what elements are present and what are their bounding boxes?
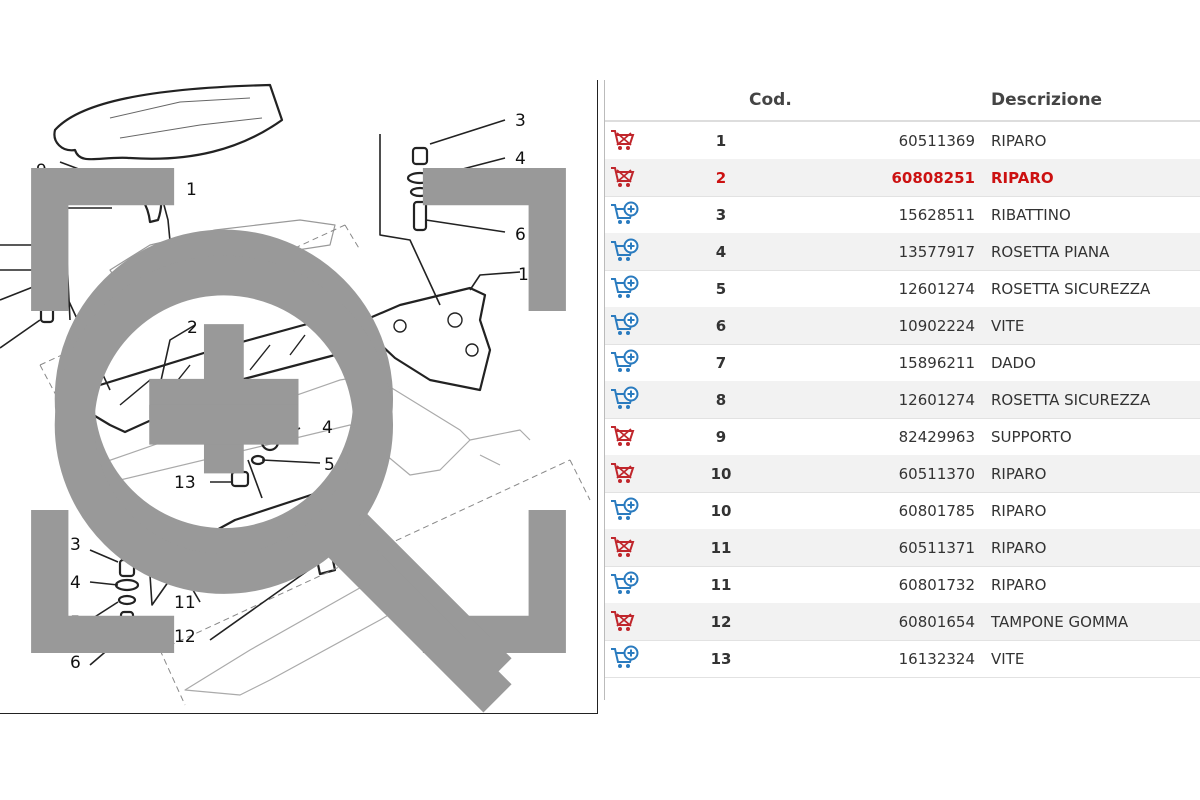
callout-5b: 5 xyxy=(324,455,335,475)
parts-table: Cod. Descrizione 1 60511369 RIPARO 2 608… xyxy=(604,80,1200,700)
row-part-number: 11 xyxy=(710,576,732,594)
callout-4b: 4 xyxy=(322,418,333,438)
table-row[interactable]: 10 60801785 RIPARO xyxy=(605,492,1200,530)
table-row[interactable]: 4 13577917 ROSETTA PIANA xyxy=(605,233,1200,271)
row-part-number: 12 xyxy=(710,613,732,631)
row-part-code: 60801732 xyxy=(898,576,975,594)
row-part-number: 11 xyxy=(710,539,732,557)
cart-unavailable-icon[interactable] xyxy=(609,164,639,190)
table-row[interactable]: 12 60801654 TAMPONE GOMMA xyxy=(605,603,1200,641)
row-part-number: 10 xyxy=(710,502,732,520)
cart-add-icon[interactable] xyxy=(609,571,639,597)
row-part-code: 60511370 xyxy=(898,465,975,483)
row-part-description: DADO xyxy=(991,354,1036,372)
row-part-number: 5 xyxy=(715,280,727,298)
column-header-description: Descrizione xyxy=(991,90,1103,110)
row-part-description: ROSETTA SICUREZZA xyxy=(991,391,1151,409)
exploded-parts-diagram[interactable]: 3 4 5 6 1 9 8 7 10 2 4 5 13 3 4 5 6 11 1… xyxy=(0,80,598,714)
table-row[interactable]: 13 16132324 VITE xyxy=(605,640,1200,678)
row-part-code: 60808251 xyxy=(891,169,976,187)
row-part-number: 9 xyxy=(715,428,727,446)
row-part-description: ROSETTA PIANA xyxy=(991,243,1110,261)
table-row[interactable]: 11 60801732 RIPARO xyxy=(605,566,1200,604)
row-part-description: RIPARO xyxy=(991,465,1047,483)
row-part-description: RIPARO xyxy=(991,502,1047,520)
row-part-number: 6 xyxy=(715,317,727,335)
cart-unavailable-icon[interactable] xyxy=(609,608,639,634)
table-row[interactable]: 9 82429963 SUPPORTO xyxy=(605,418,1200,456)
row-part-code: 13577917 xyxy=(898,243,975,261)
callout-4c: 4 xyxy=(70,573,81,593)
row-part-code: 10902224 xyxy=(898,317,975,335)
callout-13: 13 xyxy=(174,473,196,493)
cart-add-icon[interactable] xyxy=(609,497,639,523)
cart-unavailable-icon[interactable] xyxy=(609,534,639,560)
row-part-code: 12601274 xyxy=(898,280,975,298)
row-part-description: VITE xyxy=(991,650,1025,668)
table-row[interactable]: 6 10902224 VITE xyxy=(605,307,1200,345)
row-part-code: 60511371 xyxy=(898,539,975,557)
column-header-code: Cod. xyxy=(749,90,792,110)
callout-4: 4 xyxy=(515,149,526,169)
row-part-code: 60801654 xyxy=(898,613,975,631)
table-row[interactable]: 2 60808251 RIPARO xyxy=(605,159,1200,197)
zoom-in-icon[interactable] xyxy=(0,132,512,687)
row-part-description: RIPARO xyxy=(991,132,1047,150)
table-row[interactable]: 10 60511370 RIPARO xyxy=(605,455,1200,493)
row-part-description: TAMPONE GOMMA xyxy=(991,613,1129,631)
cart-add-icon[interactable] xyxy=(609,312,639,338)
row-part-description: RIPARO xyxy=(991,169,1054,187)
row-part-description: ROSETTA SICUREZZA xyxy=(991,280,1151,298)
callout-6: 6 xyxy=(515,225,526,245)
row-part-number: 1 xyxy=(715,132,727,150)
row-part-description: VITE xyxy=(991,317,1025,335)
table-row[interactable]: 5 12601274 ROSETTA SICUREZZA xyxy=(605,270,1200,308)
callout-2: 2 xyxy=(187,318,198,338)
table-header: Cod. Descrizione xyxy=(605,80,1200,122)
part-1-shield[interactable] xyxy=(53,83,284,161)
row-part-code: 60511369 xyxy=(898,132,975,150)
fullscreen-icon[interactable] xyxy=(0,94,566,654)
cart-add-icon[interactable] xyxy=(609,349,639,375)
row-part-description: RIPARO xyxy=(991,576,1047,594)
cart-add-icon[interactable] xyxy=(609,201,639,227)
part-3-rivet[interactable] xyxy=(411,146,429,166)
cart-unavailable-icon[interactable] xyxy=(609,423,639,449)
callout-3: 3 xyxy=(515,111,526,131)
table-row[interactable]: 11 60511371 RIPARO xyxy=(605,529,1200,567)
row-part-description: RIBATTINO xyxy=(991,206,1071,224)
table-row[interactable]: 3 15628511 RIBATTINO xyxy=(605,196,1200,234)
row-part-description: RIPARO xyxy=(991,539,1047,557)
row-part-description: SUPPORTO xyxy=(991,428,1072,446)
table-row[interactable]: 8 12601274 ROSETTA SICUREZZA xyxy=(605,381,1200,419)
part-6-screw[interactable] xyxy=(412,200,428,232)
row-part-number: 10 xyxy=(710,465,732,483)
row-part-code: 60801785 xyxy=(898,502,975,520)
callout-12: 12 xyxy=(174,627,196,647)
row-part-code: 16132324 xyxy=(898,650,975,668)
table-row[interactable]: 1 60511369 RIPARO xyxy=(605,122,1200,160)
callout-1: 1 xyxy=(186,180,197,200)
row-part-number: 13 xyxy=(710,650,732,668)
cart-add-icon[interactable] xyxy=(609,275,639,301)
cart-add-icon[interactable] xyxy=(609,238,639,264)
row-part-number: 3 xyxy=(715,206,727,224)
row-part-code: 12601274 xyxy=(898,391,975,409)
row-part-code: 15896211 xyxy=(898,354,975,372)
zoom-out-icon[interactable] xyxy=(0,158,512,713)
cart-unavailable-icon[interactable] xyxy=(609,460,639,486)
callout-3c: 3 xyxy=(70,535,81,555)
row-part-code: 15628511 xyxy=(898,206,975,224)
row-part-number: 8 xyxy=(715,391,727,409)
callout-11: 11 xyxy=(174,593,196,613)
callout-6c: 6 xyxy=(70,653,81,673)
row-part-number: 4 xyxy=(715,243,727,261)
row-part-code: 82429963 xyxy=(898,428,975,446)
cart-unavailable-icon[interactable] xyxy=(609,127,639,153)
row-part-number: 2 xyxy=(715,169,727,187)
row-part-number: 7 xyxy=(715,354,727,372)
cart-add-icon[interactable] xyxy=(609,645,639,671)
table-row[interactable]: 7 15896211 DADO xyxy=(605,344,1200,382)
cart-add-icon[interactable] xyxy=(609,386,639,412)
